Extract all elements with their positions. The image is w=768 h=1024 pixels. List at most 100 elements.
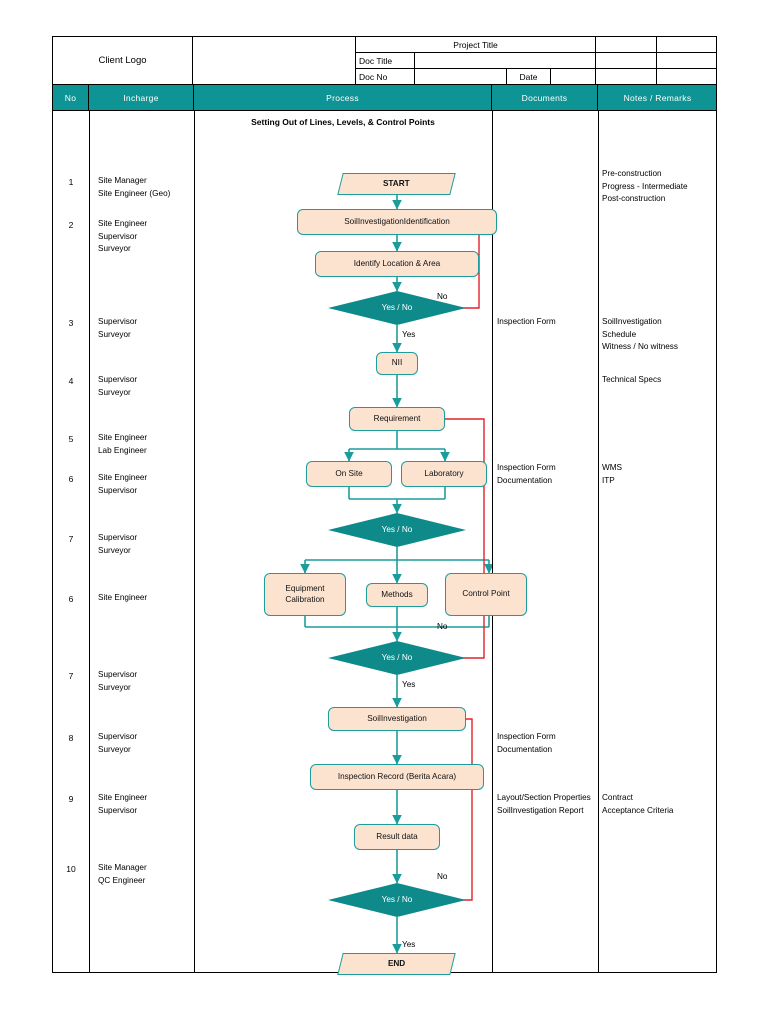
column-rule-documents	[598, 111, 599, 973]
documents-line: Inspection Form	[497, 463, 556, 472]
incharge-line: Site Manager	[98, 176, 147, 185]
column-rule-no	[89, 111, 90, 973]
flow-node-nii[interactable]: NII	[376, 352, 418, 375]
flow-node-soil-investigation-identification[interactable]: SoilInvestigationIdentification	[297, 209, 497, 235]
row-number: 2	[68, 220, 74, 230]
row-number: 8	[68, 733, 74, 743]
incharge-line: Surveyor	[98, 545, 131, 555]
incharge-line: Surveyor	[98, 329, 131, 339]
date-label: Date	[507, 69, 551, 85]
notes-line: Progress - Intermediate	[602, 181, 688, 191]
documents-line: Documentation	[497, 744, 553, 754]
notes-cell: SoilInvestigation Schedule Witness / No …	[602, 316, 716, 354]
row-number: 5	[68, 434, 74, 444]
flow-node-control-point[interactable]: Control Point	[445, 573, 527, 616]
incharge-line: Site Engineer	[98, 219, 148, 228]
title-block-r1c4	[596, 37, 657, 53]
incharge-line: Site Engineer (Geo)	[98, 188, 171, 198]
header-incharge: Incharge	[89, 85, 194, 111]
flow-node-methods[interactable]: Methods	[366, 583, 428, 607]
title-block-r2c4	[596, 53, 657, 69]
incharge-line: Supervisor	[98, 485, 138, 495]
title-block-r1c5	[657, 37, 717, 53]
doc-no-label: Doc No	[356, 69, 415, 85]
flowchart-subtitle: Setting Out of Lines, Levels, & Control …	[251, 117, 435, 127]
incharge-line: Supervisor	[98, 533, 138, 542]
row-number: 6	[68, 594, 74, 604]
documents-cell: Inspection Form Documentation	[497, 462, 597, 487]
doc-no-value[interactable]	[415, 69, 507, 85]
incharge-cell: Site Engineer Supervisor	[98, 472, 193, 497]
incharge-line: Supervisor	[98, 670, 138, 679]
header-process: Process	[194, 85, 492, 111]
incharge-cell: Site Engineer Supervisor Surveyor	[98, 218, 193, 256]
notes-cell: WMS ITP	[602, 462, 716, 487]
row-number: 1	[68, 177, 74, 187]
date-value[interactable]	[551, 69, 596, 85]
row-number: 10	[66, 864, 76, 874]
documents-cell: Inspection Form Documentation	[497, 731, 597, 756]
incharge-cell: Supervisor Surveyor	[98, 316, 193, 341]
row-number: 7	[68, 671, 74, 681]
flow-node-inspection-record[interactable]: Inspection Record (Berita Acara)	[310, 764, 484, 790]
header-documents: Documents	[492, 85, 598, 111]
title-block-r2c5	[657, 53, 717, 69]
row-number: 4	[68, 376, 74, 386]
doc-title-value[interactable]	[415, 53, 596, 69]
flow-node-soil-investigation[interactable]: SoilInvestigation	[328, 707, 466, 731]
edge-label-dec3-yes: Yes	[402, 680, 416, 689]
column-rule-incharge	[194, 111, 195, 973]
documents-line: Layout/Section Properties	[497, 793, 591, 802]
incharge-line: Site Engineer	[98, 593, 148, 602]
header-notes: Notes / Remarks	[598, 85, 717, 111]
title-block-r3c5	[657, 69, 717, 85]
incharge-line: Supervisor	[98, 805, 138, 815]
row-number: 6	[68, 474, 74, 484]
row-number: 3	[68, 318, 74, 328]
incharge-cell: Site Engineer	[98, 592, 193, 605]
notes-line: Pre-construction	[602, 169, 662, 178]
row-number: 7	[68, 534, 74, 544]
flow-node-end[interactable]: END	[337, 953, 456, 975]
incharge-line: Surveyor	[98, 682, 131, 692]
incharge-cell: Site Engineer Supervisor	[98, 792, 193, 817]
incharge-line: QC Engineer	[98, 875, 146, 885]
edge-label-dec1-yes: Yes	[402, 330, 416, 339]
notes-cell: Contract Acceptance Criteria	[602, 792, 716, 817]
incharge-line: Supervisor	[98, 375, 138, 384]
doc-title-label: Doc Title	[356, 53, 415, 69]
edge-label-dec4-yes: Yes	[402, 940, 416, 949]
incharge-line: Site Engineer	[98, 793, 148, 802]
flow-node-identify-location-area[interactable]: Identify Location & Area	[315, 251, 479, 277]
incharge-cell: Supervisor Surveyor	[98, 731, 193, 756]
incharge-line: Surveyor	[98, 387, 131, 397]
flow-node-laboratory[interactable]: Laboratory	[401, 461, 487, 487]
flow-node-start-label: START	[383, 178, 410, 188]
flow-node-end-label: END	[387, 958, 406, 968]
incharge-line: Site Manager	[98, 863, 147, 872]
documents-cell: Inspection Form	[497, 316, 597, 329]
project-title-label: Project Title	[356, 37, 596, 53]
edge-label-dec1-no: No	[437, 292, 448, 301]
documents-line: Inspection Form	[497, 317, 556, 326]
flow-node-equipment-calibration[interactable]: Equipment Calibration	[264, 573, 346, 616]
notes-cell: Pre-construction Progress - Intermediate…	[602, 168, 716, 206]
notes-cell: Technical Specs	[602, 374, 716, 387]
flow-connectors	[300, 195, 492, 954]
incharge-line: Site Engineer	[98, 433, 148, 442]
notes-line: Contract	[602, 793, 633, 802]
sheet-frame: Client Logo Project Title Doc Title Doc …	[52, 36, 717, 975]
notes-line: WMS	[602, 463, 623, 472]
edge-label-dec4-no: No	[437, 872, 448, 881]
incharge-cell: Site Engineer Lab Engineer	[98, 432, 193, 457]
flow-node-start[interactable]: START	[337, 173, 456, 195]
flow-node-result-data[interactable]: Result data	[354, 824, 440, 850]
notes-line: Post-construction	[602, 194, 666, 203]
notes-line: ITP	[602, 475, 615, 485]
notes-line: SoilInvestigation	[602, 317, 662, 326]
column-rule-process	[492, 111, 493, 973]
flow-node-on-site[interactable]: On Site	[306, 461, 392, 487]
incharge-cell: Supervisor Surveyor	[98, 669, 193, 694]
flow-node-requirement[interactable]: Requirement	[349, 407, 445, 431]
header-no: No	[53, 85, 89, 111]
